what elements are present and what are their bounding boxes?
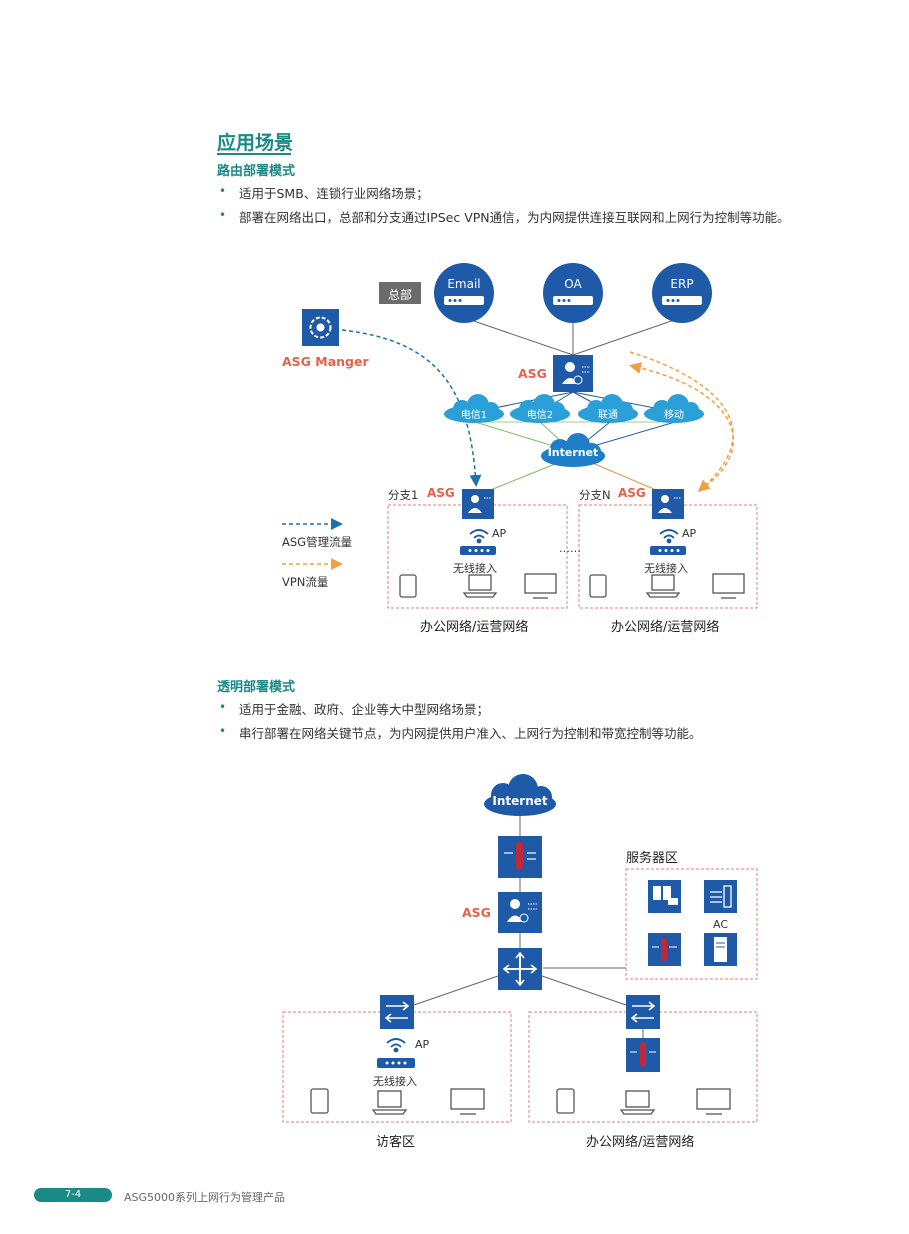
footer-page-badge [34, 1188, 112, 1202]
legend-mgmt-label: ASG管理流量 [282, 535, 353, 549]
bullet-dot: • [219, 208, 227, 222]
footer-page-number: 7-4 [64, 1189, 82, 1200]
isp-1-label: 电信1 [460, 410, 488, 421]
oa-server-icon [543, 263, 603, 323]
firewall-office-icon [626, 1038, 660, 1072]
internet-label-2: Internet [492, 794, 548, 808]
ac-label: AC [713, 918, 729, 931]
routing-bullet-1: 适用于SMB、连锁行业网络场景； [239, 186, 429, 201]
ap-device-branch1 [460, 546, 496, 555]
email-server-icon [434, 263, 494, 323]
internet-label: Internet [547, 446, 599, 459]
guest-zone-label: 访客区 [376, 1135, 416, 1150]
asg-label-2: ASG [462, 905, 491, 920]
server-oa-label: OA [564, 277, 582, 291]
asg-manager-label: ASG Manger [282, 354, 369, 369]
ap-icon-guest [386, 1038, 406, 1053]
access-switch-guest-icon [380, 995, 414, 1029]
internet-cloud [541, 433, 605, 467]
isp-3-label: 联通 [598, 410, 618, 421]
network-label-branch1: 办公网络/运营网络 [420, 620, 529, 635]
office-zone-label: 办公网络/运营网络 [586, 1135, 695, 1150]
server-erp-label: ERP [670, 277, 694, 291]
ap-device-guest [377, 1058, 415, 1068]
asg-hq-icon [553, 355, 593, 392]
footer-title: ASG5000系列上网行为管理产品 [124, 1191, 286, 1204]
asg-manager-icon [302, 309, 339, 346]
access-switch-office-icon [626, 995, 660, 1029]
asg-icon-2 [498, 892, 542, 933]
asg-hq-label: ASG [518, 366, 547, 381]
ap-icon-branchN [659, 529, 679, 544]
server-zone-label: 服务器区 [626, 851, 679, 866]
transparent-bullet-1: 适用于金融、政府、企业等大中型网络场景； [239, 702, 490, 717]
asg-branchN-label: ASG [618, 486, 646, 500]
asg-branchN-icon [652, 489, 684, 519]
wireless-label-branchN: 无线接入 [644, 562, 688, 575]
bullet-dot: • [219, 724, 227, 738]
ap-label-branchN: AP [682, 527, 697, 540]
firewall-icon [498, 836, 542, 878]
server-icon [648, 880, 681, 913]
bullet-dot: • [219, 184, 227, 198]
firewall-server-zone-icon [648, 933, 681, 966]
server-email-label: Email [447, 277, 481, 291]
title-underline [217, 153, 291, 155]
asg-branch1-icon [462, 489, 494, 519]
wireless-label-branch1: 无线接入 [453, 562, 497, 575]
guest-zone-box [282, 1011, 512, 1123]
section-title: 应用场景 [217, 132, 294, 154]
ap-icon-branch1 [469, 529, 489, 544]
legend-vpn-label: VPN流量 [282, 575, 329, 589]
server-zone-box [625, 868, 758, 980]
ap-device-branchN [650, 546, 686, 555]
erp-server-icon [652, 263, 712, 323]
hq-tag [379, 282, 421, 304]
tablet-icon [399, 573, 745, 599]
transparent-bullet-2: 串行部署在网络关键节点，为内网提供用户准入、上网行为控制和带宽控制等功能。 [239, 726, 702, 741]
branchN-label: 分支N [579, 488, 611, 502]
routing-bullet-2: 部署在网络出口，总部和分支通过IPSec VPN通信，为内网提供连接互联网和上网… [239, 210, 790, 225]
hq-label: 总部 [387, 288, 412, 302]
ap-label-branch1: AP [492, 527, 507, 540]
transparent-heading: 透明部署模式 [217, 680, 296, 695]
branch1-box [387, 504, 568, 609]
branchN-box [578, 504, 758, 609]
isp-4-label: 移动 [664, 410, 684, 421]
ac-icon [704, 880, 737, 913]
routing-heading: 路由部署模式 [217, 164, 296, 179]
office-zone-box [528, 1011, 758, 1123]
terminal-icons-2 [310, 1088, 731, 1115]
ap-label-guest: AP [415, 1038, 430, 1051]
internet-cloud-2 [484, 774, 556, 816]
core-switch-icon [498, 948, 542, 990]
bullet-dot: • [219, 700, 227, 714]
controller-icon [704, 933, 737, 966]
branch1-label: 分支1 [388, 488, 419, 502]
asg-branch1-label: ASG [427, 486, 455, 500]
wireless-label-guest: 无线接入 [373, 1075, 417, 1088]
ellipsis: …… [559, 542, 581, 555]
network-label-branchN: 办公网络/运营网络 [611, 620, 720, 635]
isp-2-label: 电信2 [526, 410, 554, 421]
